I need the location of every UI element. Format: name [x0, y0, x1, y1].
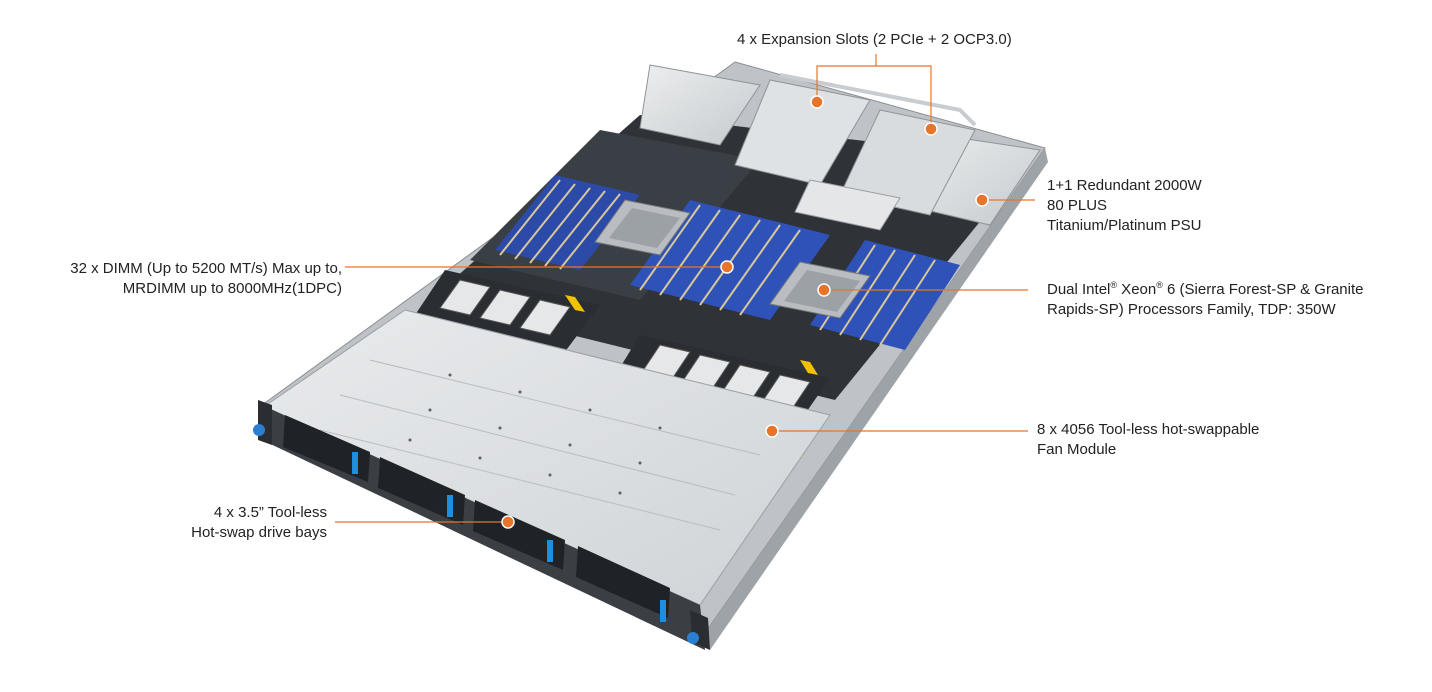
label-fan-line1: 8 x 4056 Tool-less hot-swappable — [1037, 421, 1260, 438]
label-cpu: Dual Intel® Xeon® 6 (Sierra Forest-SP & … — [1047, 280, 1363, 320]
label-cpu-line1: Dual Intel® Xeon® 6 (Sierra Forest-SP & … — [1047, 280, 1364, 299]
label-drive-line1: 4 x 3.5” Tool-less — [213, 504, 327, 521]
riser-2 — [839, 109, 976, 216]
callout-dot-riser-2 — [924, 122, 938, 136]
drive-bays — [283, 415, 670, 622]
label-dimm-line1: 32 x DIMM (Up to 5200 MT/s) Max up to, — [70, 260, 342, 277]
callout-line-expansion — [816, 54, 877, 100]
label-drive-line2: Hot-swap drive bays — [191, 524, 327, 541]
callout-dot-fan — [765, 424, 779, 438]
chassis-side-wall — [700, 148, 1048, 650]
label-dimm: 32 x DIMM (Up to 5200 MT/s) Max up to, M… — [70, 259, 342, 299]
label-psu: 1+1 Redundant 2000W 80 PLUS Titanium/Pla… — [1047, 176, 1202, 236]
psu-left — [639, 64, 761, 146]
label-fan: 8 x 4056 Tool-less hot-swappable Fan Mod… — [1037, 420, 1259, 460]
label-expansion-slots: 4 x Expansion Slots (2 PCIe + 2 OCP3.0) — [737, 31, 1012, 48]
callout-dot-dimm — [720, 260, 734, 274]
label-psu-line2: 80 PLUS — [1047, 197, 1108, 214]
dimm-banks — [495, 175, 960, 350]
label-cpu-line2: Rapids-SP) Processors Family, TDP: 350W — [1047, 301, 1336, 318]
label-fan-line2: Fan Module — [1037, 441, 1117, 458]
callout-dot-psu — [975, 193, 989, 207]
callout-dot-riser-1 — [810, 95, 824, 109]
label-psu-line3: Titanium/Platinum PSU — [1047, 217, 1202, 234]
label-psu-line1: 1+1 Redundant 2000W — [1047, 177, 1202, 194]
label-drive-bays: 4 x 3.5” Tool-less Hot-swap drive bays — [191, 503, 327, 543]
callout-dot-drive — [501, 515, 515, 529]
callout-dot-cpu — [817, 283, 831, 297]
label-dimm-line2: MRDIMM up to 8000MHz(1DPC) — [122, 280, 342, 297]
